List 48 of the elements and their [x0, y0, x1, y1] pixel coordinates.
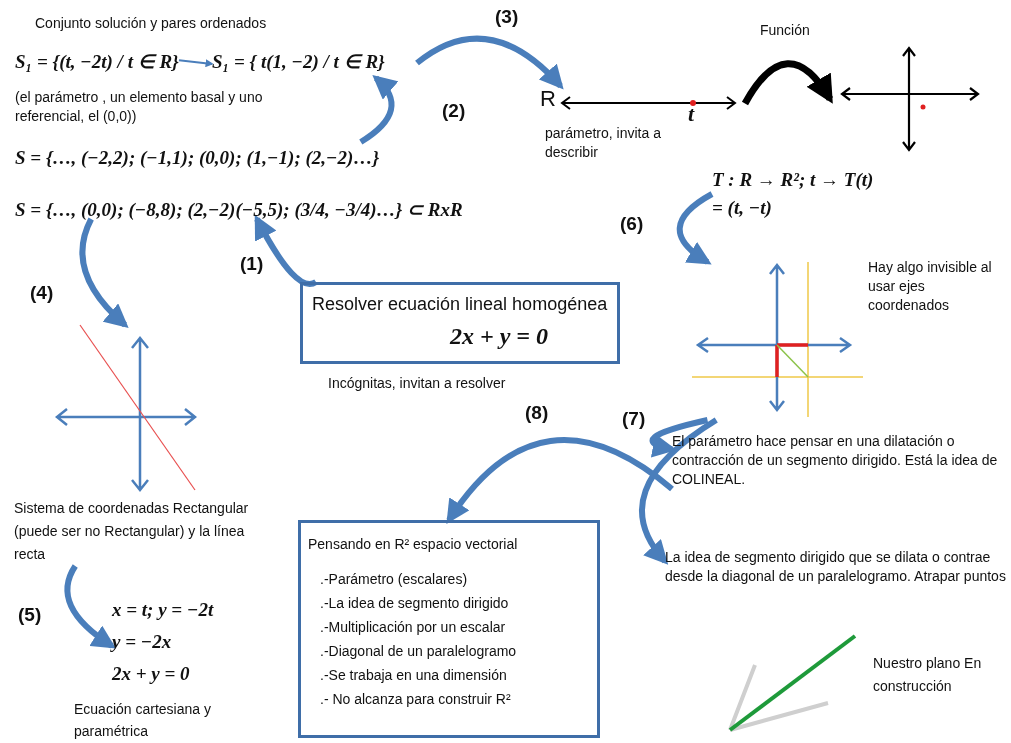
- arrow: [639, 417, 718, 566]
- equation: x = t; y = −2t: [112, 600, 214, 619]
- arrow: [79, 217, 129, 329]
- set-formula: S = {…, (−2,2); (−1,1); (0,0); (1,−1); (2,−2)…}: [15, 148, 379, 167]
- list-item: .-Diagonal de un paralelogramo: [320, 642, 518, 661]
- list-item: .-La idea de segmento dirigido: [320, 594, 510, 613]
- note-text: (el parámetro , un elemento basal y uno referencial, el (0,0)): [15, 88, 264, 126]
- equation: 2x + y = 0: [112, 664, 190, 683]
- arrow: [742, 60, 833, 106]
- heading-text: Conjunto solución y pares ordenados: [35, 14, 268, 33]
- box-heading: Pensando en R² espacio vectorial: [308, 535, 519, 554]
- set-formula: S₁ = { t(1, −2) / t ∈ R}: [212, 52, 385, 71]
- edge-label: Función: [760, 22, 810, 38]
- arrow: [64, 564, 116, 649]
- arrow: [649, 417, 709, 457]
- caption-text: Ecuación cartesiana y paramétrica: [74, 700, 212, 741]
- edge-label: (1): [240, 253, 264, 275]
- caption-text: Incógnitas, invitan a resolver: [328, 374, 507, 393]
- arrow: [676, 191, 714, 265]
- edge-label: (4): [30, 282, 54, 304]
- arrow: [178, 59, 214, 68]
- parameter-label: t: [688, 102, 695, 126]
- set-formula: S = {…, (0,0); (−8,8); (2,−2)(−5,5); (3/4, −3/4)…} ⊂ RxR: [15, 200, 463, 219]
- arrow: [359, 74, 399, 145]
- note-text: Nuestro plano En construcción: [873, 654, 983, 696]
- function-formula: T : R → R²; t → T(t) = (t, −t): [712, 168, 875, 220]
- list-item: .- No alcanza para construir R²: [320, 690, 512, 709]
- equation: y = −2x: [112, 632, 172, 651]
- note-text: Sistema de coordenadas Rectangular (puede ser no Rectangular) y la línea recta: [14, 499, 250, 564]
- list-item: .-Se trabaja en una dimensión: [320, 666, 508, 685]
- edge-label: (2): [442, 100, 466, 122]
- set-formula: S₁ = {(t, −2t) / t ∈ R}: [15, 52, 179, 71]
- edge-label: (5): [18, 604, 42, 626]
- list-box: [298, 520, 600, 738]
- axis-label: R: [540, 86, 556, 112]
- edge-label: (8): [525, 402, 549, 424]
- arrow: [446, 437, 674, 524]
- caption-text: parámetro, invita a describir: [545, 124, 662, 162]
- edge-label: (3): [495, 6, 519, 28]
- box-heading: Resolver ecuación lineal homogénea: [312, 293, 608, 316]
- equation: 2x + y = 0: [450, 322, 548, 350]
- list-item: .-Multiplicación por un escalar: [320, 618, 507, 637]
- note-text: Hay algo invisible al usar ejes coordenados: [868, 258, 993, 315]
- arrow: [415, 35, 564, 90]
- note-text: La idea de segmento dirigido que se dilata o contrae desde la diagonal de un paralelogramo. Atrapar puntos: [665, 548, 1007, 586]
- edge-label: (7): [622, 408, 646, 430]
- edge-label: (6): [620, 213, 644, 235]
- list-item: .-Parámetro (escalares): [320, 570, 469, 589]
